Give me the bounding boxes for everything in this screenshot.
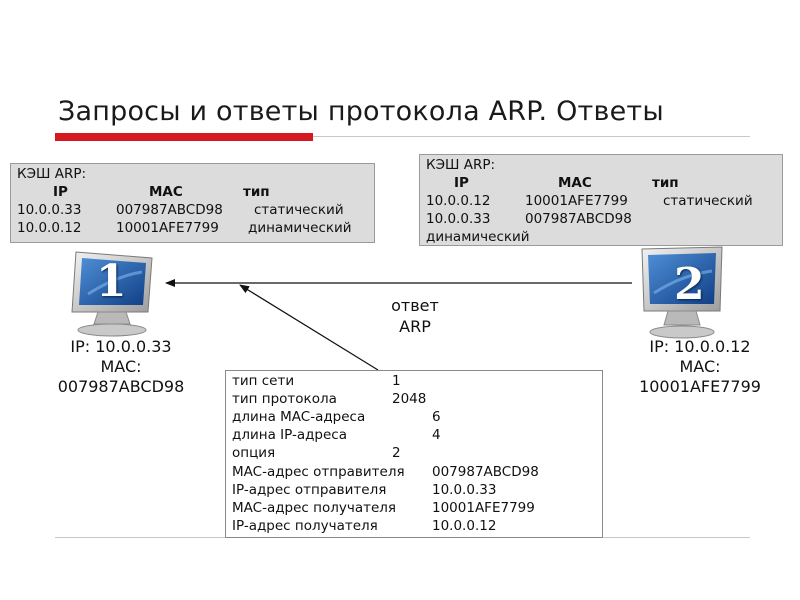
packet-field-label: длина IP-адреса <box>232 427 348 443</box>
arp-reply-label: ответ ARP <box>380 295 450 337</box>
computer-host2: 2 <box>636 245 728 345</box>
monitor-icon <box>641 246 723 339</box>
page-title: Запросы и ответы протокола ARP. Ответы <box>58 96 664 127</box>
cache-cell-type: динамический <box>426 229 530 245</box>
packet-field-value: 4 <box>432 427 441 443</box>
packet-field-value: 10.0.0.12 <box>432 518 497 534</box>
packet-field-value: 10.0.0.33 <box>432 482 497 498</box>
cache-heading: КЭШ ARP: <box>426 157 496 173</box>
cache-col-mac: MAC <box>558 175 592 191</box>
packet-field-label: IP-адрес отправителя <box>232 482 387 498</box>
host-ip: IP: 10.0.0.12 <box>649 337 751 356</box>
arp-packet-fields: тип сети 1 тип протокола 2048 длина MAC-… <box>225 370 603 538</box>
packet-field-value: 6 <box>432 409 441 425</box>
monitor-icon <box>71 251 153 337</box>
cache-cell-mac: 10001AFE7799 <box>525 193 628 209</box>
cache-cell-type: статический <box>663 193 753 209</box>
cache-cell-mac: 007987ABCD98 <box>116 202 223 218</box>
cache-cell-type: статический <box>254 202 344 218</box>
packet-field-value: 1 <box>392 373 401 389</box>
arp-cache-host2: КЭШ ARP: IP MAC тип 10.0.0.12 10001AFE77… <box>419 154 783 246</box>
packet-field-label: MAC-адрес получателя <box>232 500 397 516</box>
host2-info: IP: 10.0.0.12 MAC: 10001AFE7799 <box>625 337 775 397</box>
cache-col-ip: IP <box>454 175 469 191</box>
cache-col-type: тип <box>243 184 270 200</box>
packet-field-label: тип сети <box>232 373 295 389</box>
cache-heading: КЭШ ARP: <box>17 166 87 182</box>
packet-field-label: MAC-адрес отправителя <box>232 464 405 480</box>
packet-field-label: длина MAC-адреса <box>232 409 366 425</box>
host-ip: IP: 10.0.0.33 <box>70 337 172 356</box>
packet-field-value: 2 <box>392 445 401 461</box>
reply-label-line2: ARP <box>399 317 431 336</box>
packet-field-value: 007987ABCD98 <box>432 464 539 480</box>
packet-field-label: IP-адрес получателя <box>232 518 378 534</box>
computer-host1: 1 <box>68 250 160 342</box>
host-mac: 10001AFE7799 <box>639 377 761 396</box>
title-accent-bar <box>55 133 313 141</box>
cache-cell-type: динамический <box>248 220 352 236</box>
packet-pointer-arrow <box>239 284 379 371</box>
cache-col-ip: IP <box>53 184 68 200</box>
cache-cell-ip: 10.0.0.12 <box>17 220 82 236</box>
arp-cache-host1: КЭШ ARP: IP MAC тип 10.0.0.33 007987ABCD… <box>10 163 375 243</box>
cache-col-type: тип <box>652 175 679 191</box>
host1-info: IP: 10.0.0.33 MAC: 007987ABCD98 <box>36 337 206 397</box>
packet-field-label: тип протокола <box>232 391 337 407</box>
cache-cell-ip: 10.0.0.33 <box>17 202 82 218</box>
packet-field-value: 2048 <box>392 391 427 407</box>
title-divider <box>313 136 750 137</box>
host-number: 1 <box>96 256 127 307</box>
cache-cell-ip: 10.0.0.12 <box>426 193 491 209</box>
host-mac: 007987ABCD98 <box>57 377 185 396</box>
cache-col-mac: MAC <box>149 184 183 200</box>
host-mac-label: MAC: <box>100 357 142 376</box>
host-number: 2 <box>674 259 705 310</box>
cache-cell-mac: 10001AFE7799 <box>116 220 219 236</box>
cache-cell-mac: 007987ABCD98 <box>525 211 632 227</box>
packet-field-label: опция <box>232 445 276 461</box>
cache-cell-ip: 10.0.0.33 <box>426 211 491 227</box>
packet-field-value: 10001AFE7799 <box>432 500 535 516</box>
host-mac-label: MAC: <box>679 357 721 376</box>
reply-label-line1: ответ <box>391 296 439 315</box>
